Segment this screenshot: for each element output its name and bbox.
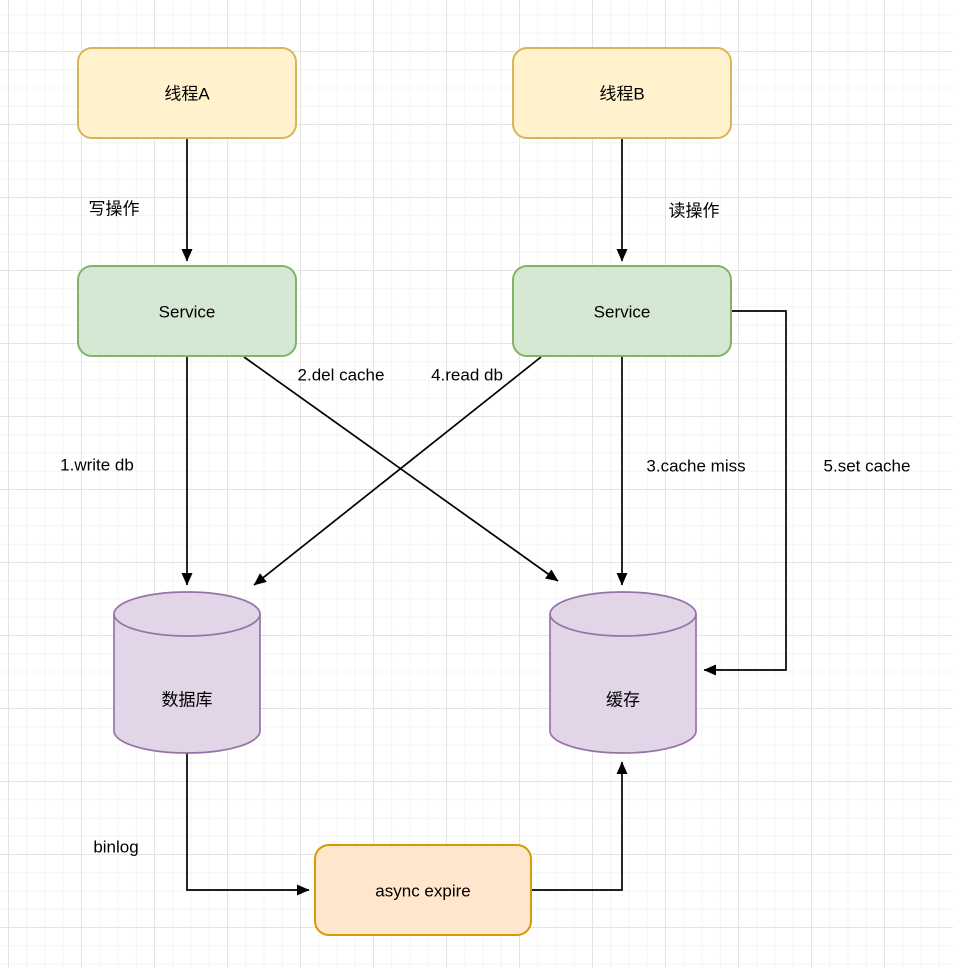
edge-set-cache — [703, 310, 787, 676]
edge-label-write-op: 写操作 — [89, 200, 140, 219]
node-cache: 缓存 — [549, 591, 697, 754]
node-async-expire-label: async expire — [375, 882, 470, 901]
node-thread-a-label: 线程A — [164, 85, 210, 104]
node-service-right-label: Service — [594, 303, 651, 322]
cache-cylinder-rim — [549, 613, 697, 637]
edge-read-db — [253, 356, 542, 586]
database-cylinder-body — [113, 591, 261, 754]
node-thread-b — [512, 47, 732, 139]
node-async-expire — [314, 844, 532, 936]
node-service-left — [77, 265, 297, 357]
edge-label-set-cache: 5.set cache — [824, 457, 911, 476]
node-service-right — [512, 265, 732, 357]
edge-label-read-op: 读操作 — [669, 202, 720, 221]
node-database: 数据库 — [113, 591, 261, 754]
cache-cylinder-body — [549, 591, 697, 754]
edge-async-to-cache — [531, 761, 628, 891]
node-thread-a — [77, 47, 297, 139]
edge-label-read-db: 4.read db — [431, 366, 503, 385]
node-service-left-label: Service — [159, 303, 216, 322]
edge-binlog — [186, 753, 310, 896]
edge-label-cache-miss: 3.cache miss — [646, 457, 745, 476]
edge-label-write-db: 1.write db — [60, 456, 134, 475]
database-cylinder-rim — [113, 613, 261, 637]
node-database-label: 数据库 — [162, 691, 213, 710]
node-cache-label: 缓存 — [606, 691, 640, 710]
edge-label-binlog: binlog — [93, 838, 138, 857]
edge-label-del-cache: 2.del cache — [298, 366, 385, 385]
node-thread-b-label: 线程B — [599, 85, 644, 104]
